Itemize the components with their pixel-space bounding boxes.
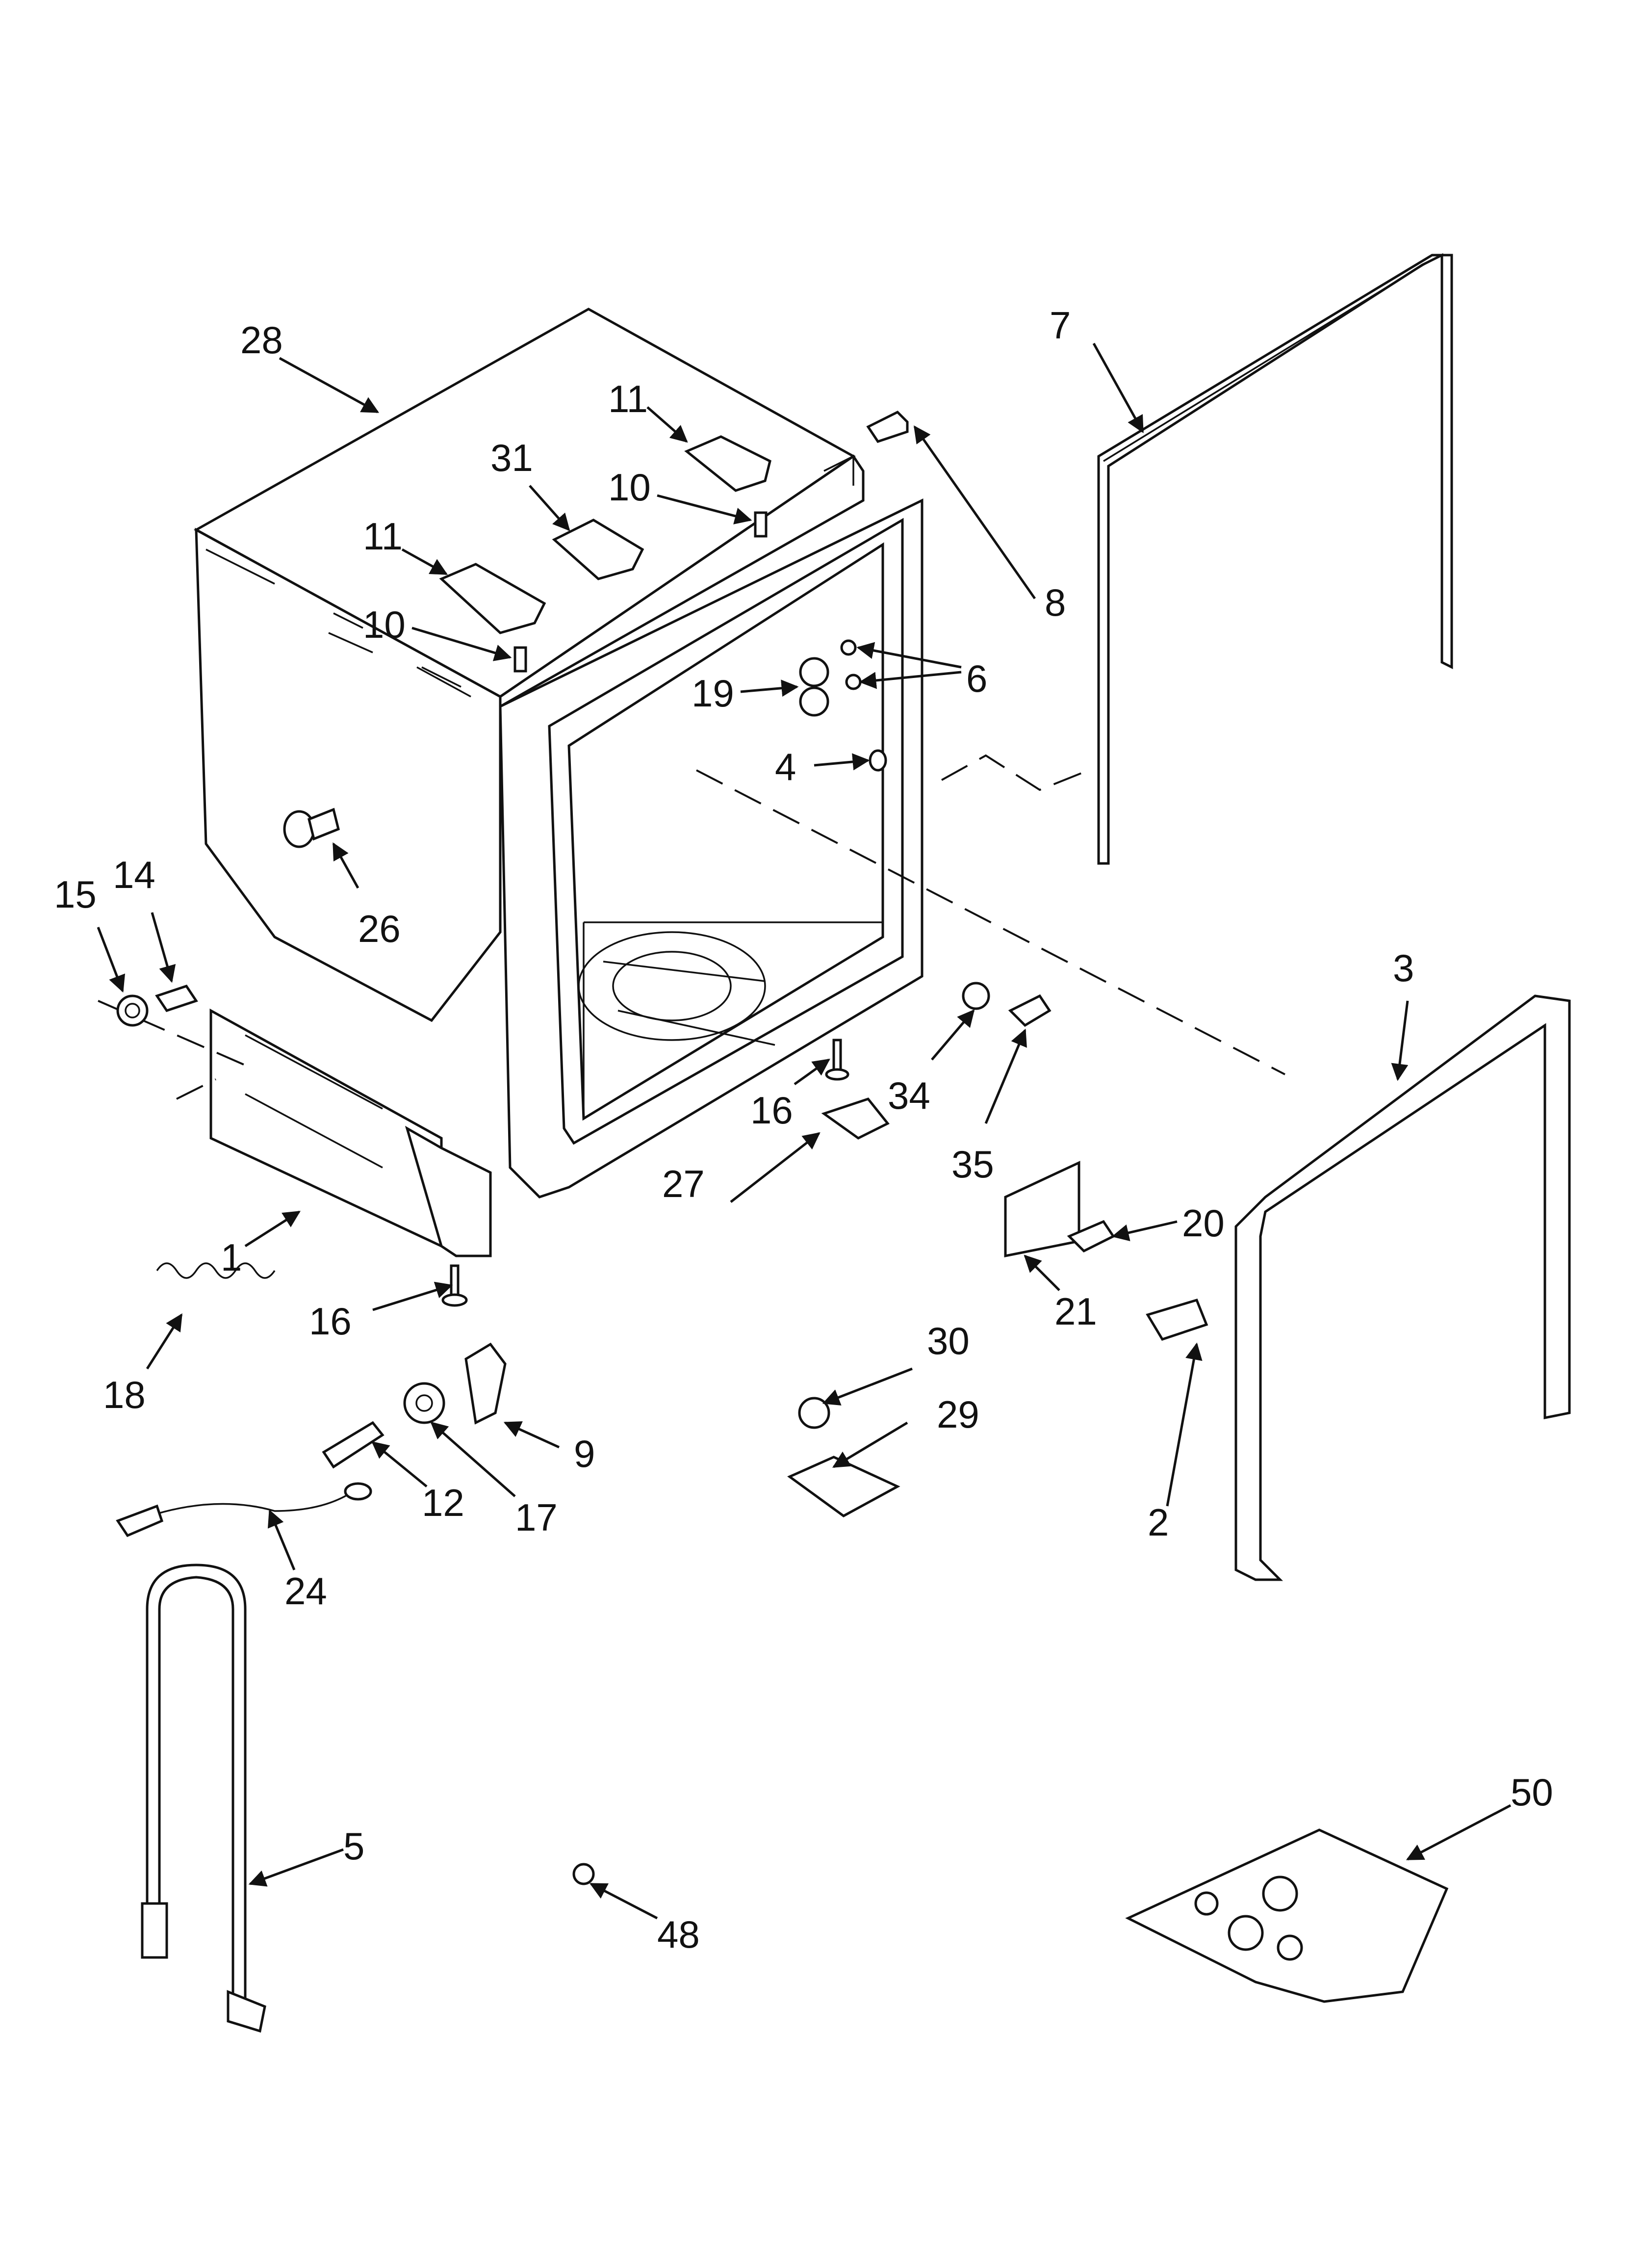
label-14: 14 <box>113 853 155 896</box>
label-30: 30 <box>927 1319 970 1362</box>
label-10-upper: 10 <box>608 466 651 509</box>
part-48 <box>572 1863 595 1885</box>
label-35: 35 <box>951 1143 994 1186</box>
part-8 <box>866 410 909 443</box>
part-5 <box>146 1564 247 2007</box>
label-4: 4 <box>775 745 796 788</box>
part-24 <box>122 1490 354 1527</box>
label-19: 19 <box>692 672 734 715</box>
label-11-left: 11 <box>363 515 403 558</box>
label-11-upper: 11 <box>608 377 648 420</box>
label-28: 28 <box>240 318 283 362</box>
label-6: 6 <box>966 657 987 700</box>
part-14 <box>155 985 198 1012</box>
part-9 <box>464 1342 507 1425</box>
label-50: 50 <box>1511 1771 1553 1814</box>
label-12: 12 <box>422 1481 464 1524</box>
label-3: 3 <box>1393 946 1414 990</box>
part-27 <box>821 1097 890 1140</box>
part-17 <box>403 1382 445 1424</box>
part-10-upper <box>754 511 768 538</box>
tub-gasket-part <box>1234 994 1571 1581</box>
label-31: 31 <box>490 436 533 479</box>
part-15 <box>116 994 149 1027</box>
part-29 <box>787 1456 900 1517</box>
part-4 <box>869 749 887 772</box>
tub-assembly <box>193 308 924 1257</box>
label-2: 2 <box>1148 1501 1169 1544</box>
label-24: 24 <box>284 1569 327 1613</box>
label-21: 21 <box>1054 1290 1097 1333</box>
label-20: 20 <box>1182 1201 1225 1245</box>
label-26: 26 <box>358 907 401 950</box>
reference-dashline-left-lower <box>176 1078 216 1100</box>
label-8: 8 <box>1045 581 1066 624</box>
part-6-b <box>845 674 862 690</box>
part-34 <box>962 982 990 1010</box>
label-7: 7 <box>1050 304 1071 347</box>
label-17: 17 <box>515 1496 558 1539</box>
part-12 <box>322 1421 385 1469</box>
part-19 <box>799 657 829 687</box>
part-18 <box>156 1262 276 1279</box>
label-5: 5 <box>343 1825 364 1868</box>
part-30 <box>798 1397 830 1429</box>
label-9: 9 <box>574 1432 595 1475</box>
label-10-left: 10 <box>363 603 406 646</box>
reference-dashline-center <box>696 769 1285 1075</box>
part-35 <box>1008 994 1052 1027</box>
label-29: 29 <box>937 1393 979 1436</box>
label-16-upper: 16 <box>750 1089 793 1132</box>
label-27: 27 <box>662 1162 705 1205</box>
part-labels: 28 7 11 31 10 11 8 10 6 19 4 26 15 14 3 … <box>54 304 1553 1956</box>
part-11-upper <box>684 435 771 492</box>
label-48: 48 <box>657 1913 700 1956</box>
part-50-bag <box>1125 1828 1449 2003</box>
part-10-left <box>513 646 527 673</box>
part-26 <box>283 810 315 848</box>
part-2 <box>1146 1298 1208 1341</box>
reference-dashline-right <box>941 754 1089 791</box>
part-11-left <box>439 563 546 634</box>
label-15: 15 <box>54 873 97 916</box>
label-1: 1 <box>221 1236 242 1279</box>
part-31 <box>552 519 644 580</box>
part-21 <box>1004 1161 1080 1258</box>
leader-lines <box>97 342 1512 1920</box>
label-34: 34 <box>888 1074 930 1117</box>
label-16-lower: 16 <box>309 1300 352 1343</box>
part-6-a <box>840 639 857 656</box>
door-seal-part <box>1097 253 1453 865</box>
label-18: 18 <box>103 1373 146 1416</box>
